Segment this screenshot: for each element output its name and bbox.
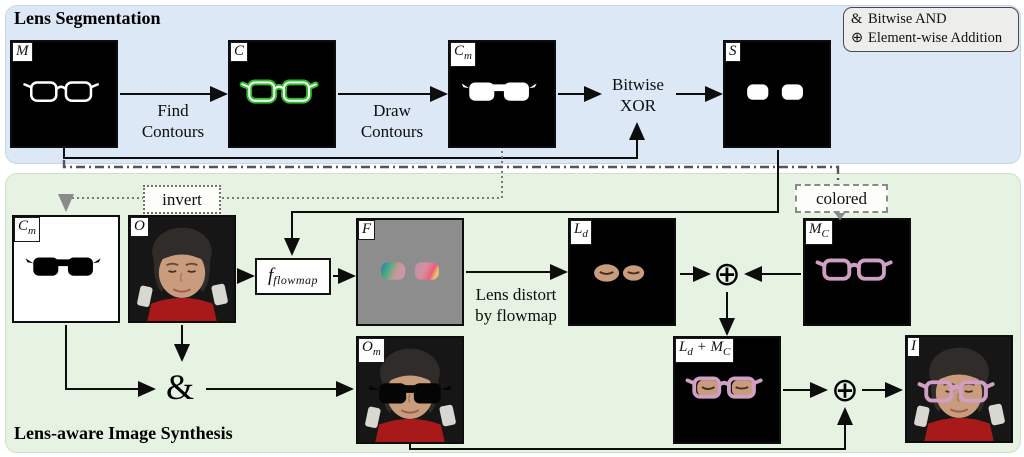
node-mc-tag: MC — [805, 220, 833, 245]
edge-om-to-plus2 — [409, 407, 853, 450]
node-f-tag: F — [358, 220, 376, 240]
node-mc-colored-frame: MC — [803, 218, 911, 326]
node-o-original-image: O — [128, 215, 236, 323]
node-ld-distorted-lens: Ld — [568, 218, 676, 326]
node-cm-filled-mask: Cm — [448, 40, 556, 148]
flowmap-image — [381, 262, 439, 280]
legend-row-oplus: ⊕ Element-wise Addition — [851, 29, 1011, 48]
node-om-masked-image: Om — [356, 336, 464, 444]
node-m-tag: M — [12, 42, 33, 62]
composite-lens-frame-image — [685, 376, 763, 399]
edge-colored-to-mc-arrow — [834, 212, 846, 220]
edge-s-to-flowmapfn — [284, 150, 779, 256]
segmentation-title: Lens Segmentation — [14, 8, 161, 28]
node-ldmc-composite: Ld + MC — [673, 336, 781, 444]
edge-m-colored — [62, 160, 840, 181]
node-ld-tag: Ld — [570, 220, 592, 245]
node-m-frame-mask: M — [10, 40, 118, 148]
node-om-tag: Om — [358, 338, 385, 363]
invert-operation: invert — [143, 185, 221, 214]
legend: & Bitwise AND ⊕ Element-wise Addition — [843, 7, 1019, 52]
and-label: Bitwise AND — [868, 11, 947, 27]
edge-cm-invert-cbar — [58, 151, 503, 212]
node-cbar-tag: Cm — [14, 217, 40, 242]
node-i-tag: I — [907, 337, 920, 357]
node-ldmc-tag: Ld + MC — [675, 338, 735, 363]
distorted-lens-image — [594, 264, 645, 282]
legend-row-and: & Bitwise AND — [851, 10, 1011, 29]
node-s-tag: S — [725, 42, 741, 62]
node-i-synthesized-image: I — [905, 335, 1013, 443]
node-cm-tag: Cm — [450, 42, 476, 67]
synthesis-title: Lens-aware Image Synthesis — [14, 423, 233, 443]
node-c-tag: C — [230, 42, 249, 62]
bitwise-and-operator: & — [165, 367, 194, 407]
and-symbol: & — [851, 11, 863, 27]
node-o-tag: O — [130, 217, 149, 237]
oplus-label: Element-wise Addition — [868, 30, 1003, 46]
elementwise-add-operator-2: ⊕ — [831, 370, 859, 409]
node-s-lens-mask: S — [723, 40, 831, 148]
edge-m-to-xor — [63, 122, 645, 159]
colored-operation: colored — [795, 184, 888, 213]
node-c-contours: C — [228, 40, 336, 148]
edge-cbar-to-and — [65, 325, 156, 397]
oplus-symbol: ⊕ — [851, 30, 864, 46]
flowmap-function: fflowmap — [255, 258, 331, 295]
node-f-flowmap: F — [356, 218, 464, 326]
elementwise-add-operator-1: ⊕ — [713, 254, 741, 293]
node-cbar-inverted-mask: Cm — [12, 215, 120, 323]
